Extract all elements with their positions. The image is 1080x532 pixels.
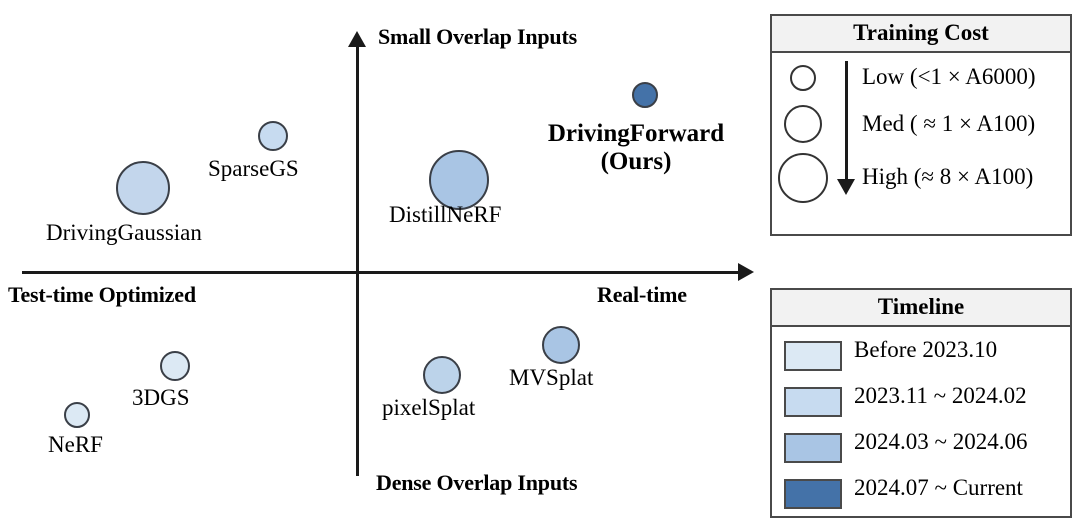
timeline-legend-title: Timeline [772,290,1070,327]
down-arrow-icon [845,61,848,183]
point-label-sparsegs: SparseGS [208,156,299,181]
timeline-legend-body: Before 2023.10 2023.11 ~ 2024.02 2024.03 ~… [772,327,1070,518]
axis-caption-bottom: Dense Overlap Inputs [376,470,578,495]
axis-caption-left: Test-time Optimized [8,282,196,307]
legend-label-med: Med ( ≈ 1 × A100) [862,111,1036,136]
point-label-pixelsplat: pixelSplat [382,395,476,420]
axis-caption-right: Real-time [597,282,687,307]
timeline-label: 2024.07 ~ Current [854,475,1023,500]
timeline-legend-row: 2023.11 ~ 2024.02 [772,381,1070,425]
bubble-drivinggaussian[interactable] [116,161,170,215]
point-label-drivingforward: DrivingForward(Ours) [547,120,725,175]
timeline-legend-row: 2024.07 ~ Current [772,473,1070,517]
bubble-nerf[interactable] [64,402,90,428]
timeline-swatch [784,387,842,417]
timeline-swatch [784,433,842,463]
legend-label-low: Low (<1 × A6000) [862,64,1036,89]
point-label-drivinggaussian: DrivingGaussian [46,220,202,245]
axis-caption-top: Small Overlap Inputs [378,24,577,49]
point-label-mvsplat: MVSplat [509,365,594,390]
bubble-mvsplat[interactable] [542,326,580,364]
legend-circle-med [784,105,822,143]
down-arrow-head-icon [837,179,855,195]
timeline-swatch [784,479,842,509]
timeline-label: Before 2023.10 [854,337,998,362]
point-label-nerf: NeRF [48,432,103,457]
y-axis-line [356,46,359,476]
training-cost-legend: Training Cost Low (<1 × A6000) Med ( ≈ 1… [770,14,1072,236]
y-axis-arrow-icon [348,31,366,47]
timeline-swatch [784,341,842,371]
legend-label-high: High (≈ 8 × A100) [862,164,1034,189]
timeline-label: 2023.11 ~ 2024.02 [854,383,1027,408]
x-axis-arrow-icon [738,263,754,281]
timeline-legend-row: 2024.03 ~ 2024.06 [772,427,1070,471]
legend-circle-high [778,153,828,203]
point-label-distillnerf: DistillNeRF [389,202,502,227]
bubble-drivingforward[interactable] [632,82,658,108]
bubble-3dgs[interactable] [160,351,190,381]
timeline-legend: Timeline Before 2023.10 2023.11 ~ 2024.02… [770,288,1072,518]
legend-circle-low [790,65,816,91]
timeline-label: 2024.03 ~ 2024.06 [854,429,1028,454]
bubble-sparsegs[interactable] [258,121,288,151]
training-cost-legend-title: Training Cost [772,16,1070,53]
point-label-3dgs: 3DGS [132,385,190,410]
x-axis-line [22,271,744,274]
timeline-legend-row: Before 2023.10 [772,335,1070,379]
bubble-distillnerf[interactable] [429,150,489,210]
bubble-pixelsplat[interactable] [423,356,461,394]
training-cost-legend-body: Low (<1 × A6000) Med ( ≈ 1 × A100) High … [772,53,1070,236]
